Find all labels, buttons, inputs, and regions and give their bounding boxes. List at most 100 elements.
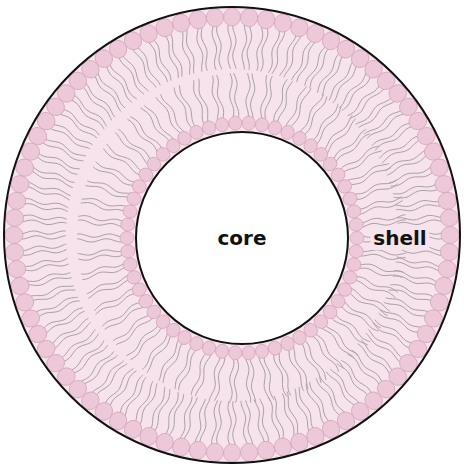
lipid-tail	[165, 392, 178, 435]
lipid-tail	[380, 309, 421, 327]
lipid-tail	[382, 140, 421, 163]
lipid-head	[242, 345, 256, 360]
lipid-tail	[350, 88, 384, 118]
lipid-tail	[217, 401, 222, 446]
lipid-head	[267, 340, 283, 357]
lipid-tail	[229, 358, 233, 403]
lipid-tail	[375, 320, 413, 344]
lipid-tail	[339, 72, 366, 108]
lipid-tail	[350, 167, 392, 185]
lipid-tail	[337, 364, 369, 396]
core-region: core	[135, 131, 349, 345]
lipid-tail	[245, 358, 250, 403]
lipid-tail	[82, 199, 127, 207]
lipid-tail	[168, 394, 183, 436]
lipid-tail	[86, 186, 130, 198]
lipid-head	[188, 9, 208, 29]
lipid-tail	[141, 108, 170, 143]
lipid-tail	[217, 25, 222, 70]
lipid-tail	[331, 318, 367, 345]
lipid-tail	[246, 73, 250, 118]
lipid-tail	[264, 356, 274, 400]
lipid-tail	[94, 289, 133, 311]
lipid-tail	[321, 328, 354, 359]
lipid-tail	[254, 400, 264, 444]
lipid-tail	[136, 381, 154, 423]
lipid-tail	[261, 27, 268, 72]
lipid-tail	[360, 201, 403, 215]
lipid-tail	[70, 100, 104, 130]
lipid-tail	[315, 333, 344, 368]
lipid-tail	[356, 184, 398, 200]
lipid-tail	[333, 129, 366, 159]
lipid-tail	[372, 123, 411, 146]
lipid-head	[214, 117, 229, 133]
lipid-tail	[103, 302, 141, 326]
lipid-tail	[272, 31, 285, 74]
lipid-tail	[161, 94, 185, 132]
lipid-tail	[398, 220, 443, 225]
lipid-head	[224, 444, 241, 462]
lipid-head	[228, 345, 242, 360]
lipid-tail	[324, 115, 352, 150]
lipid-tail	[22, 249, 67, 255]
lipid-tail	[119, 57, 144, 94]
lipid-head	[350, 232, 364, 245]
lipid-tail	[23, 258, 67, 266]
shell-outline	[4, 7, 460, 463]
lipid-tail	[397, 215, 442, 220]
lipid-tail	[87, 275, 128, 294]
lipid-tail	[361, 215, 405, 224]
lipid-tail	[38, 152, 80, 168]
lipid-tail	[233, 401, 236, 446]
lipid-tail	[21, 220, 66, 225]
lipid-tail	[153, 39, 171, 80]
lipid-tail	[310, 382, 330, 422]
lipid-tail	[297, 41, 316, 82]
lipid-tail	[106, 144, 142, 172]
lipid-head	[242, 116, 256, 131]
lipid-tail	[24, 264, 69, 271]
lipid-tail	[274, 79, 288, 122]
lipid-tail	[148, 41, 168, 82]
lipid-tail	[22, 244, 67, 251]
lipid-head	[122, 257, 139, 273]
lipid-tail	[343, 151, 382, 173]
lipid-tail	[122, 55, 148, 92]
lipid-tail	[396, 262, 440, 271]
lipid-tail	[165, 35, 179, 78]
tails	[21, 24, 443, 446]
shell-ground	[4, 7, 460, 463]
lipid-tail	[284, 36, 301, 78]
lipid-head	[214, 343, 229, 359]
lipid-head	[440, 243, 459, 261]
lipid-tail	[199, 79, 208, 123]
lipid-tail	[78, 255, 123, 260]
lipid-tail	[387, 155, 427, 175]
lipid-tail	[394, 189, 438, 198]
lipid-head	[5, 209, 24, 227]
lipid-tail	[396, 205, 441, 211]
lipid-tail	[230, 73, 234, 118]
lipid-tail	[195, 354, 211, 396]
lipid-tail	[369, 329, 404, 358]
lipid-head	[6, 191, 26, 211]
lipid-tail	[234, 73, 239, 118]
lipid-tail	[182, 30, 190, 74]
lipid-tail	[312, 336, 339, 372]
lipid-head	[201, 119, 217, 136]
lipid-tail	[59, 114, 97, 138]
lipid-head	[5, 243, 24, 261]
lipid-tail	[268, 397, 279, 441]
lipid-tail	[115, 132, 147, 164]
lipid-tail	[78, 216, 123, 222]
lipid-tail	[246, 400, 253, 445]
lipid-tail	[367, 114, 405, 139]
lipid-tail	[74, 95, 107, 126]
lipid-tail	[274, 354, 287, 397]
lipid-tail	[259, 399, 268, 443]
lipid-head	[437, 259, 457, 279]
lipid-tail	[347, 84, 379, 115]
lipid-tail	[30, 286, 74, 296]
lipid-head	[349, 217, 364, 232]
